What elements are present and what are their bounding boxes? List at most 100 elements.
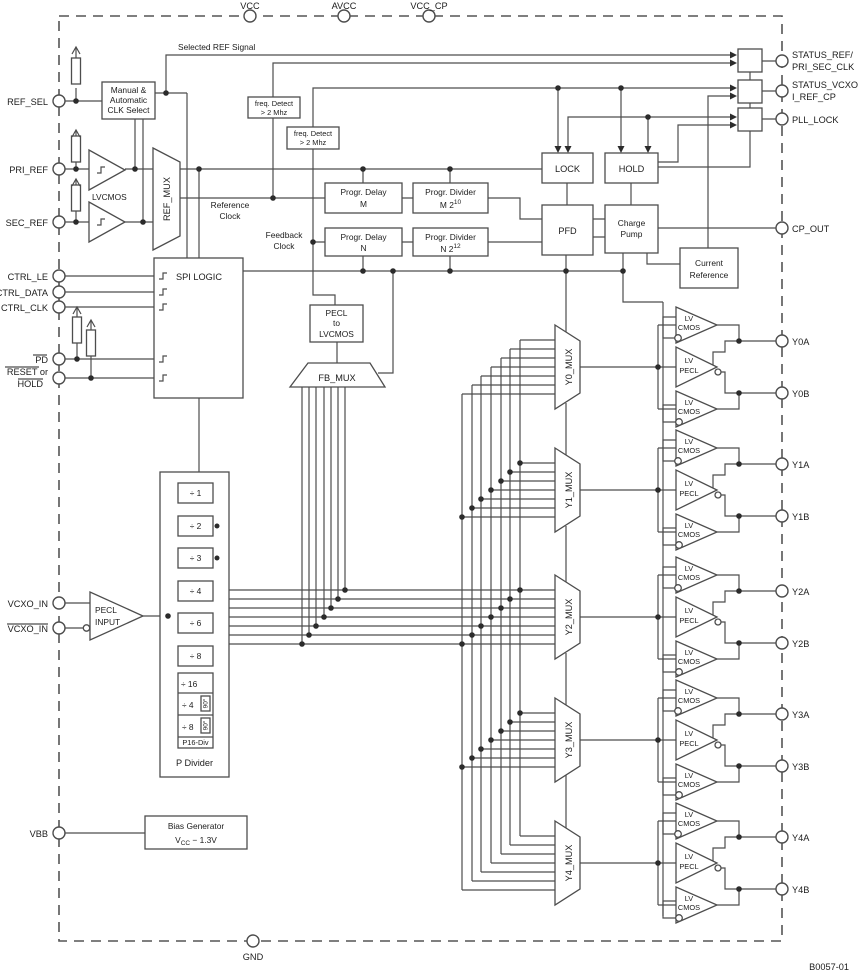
svg-text:SPI LOGIC: SPI LOGIC (176, 272, 222, 282)
pullup-resistors (70, 45, 97, 357)
schmitt-icon (97, 166, 105, 226)
pin-reset: RESET or (7, 367, 48, 377)
pin-y4a (775, 830, 789, 844)
svg-text:÷ 8: ÷ 8 (182, 722, 194, 732)
junction-dot (736, 834, 742, 840)
wire (712, 463, 739, 488)
svg-text:M 210: M 210 (440, 199, 462, 210)
y-mux-label: Y1_MUX (564, 472, 574, 509)
buffer-label: LV (685, 771, 694, 780)
pin-label: Y0A (792, 337, 810, 347)
buffer-label: LV (685, 521, 694, 530)
svg-text:Reference: Reference (690, 270, 729, 280)
enable-bubble-icon (675, 541, 683, 549)
svg-text:÷ 16: ÷ 16 (181, 679, 198, 689)
junction-dot (306, 632, 312, 638)
svg-text:PECL: PECL (326, 308, 348, 318)
pin-vcxo-in: VCXO_IN (8, 599, 48, 609)
left-pins: REF_SEL PRI_REF SEC_REF CTRL_LE CTRL_DAT… (0, 94, 66, 840)
svg-text:M: M (360, 199, 367, 209)
buffer-label: LV (685, 356, 694, 365)
pin-y3b (775, 759, 789, 773)
inverting-bubble-icon (714, 368, 722, 376)
svg-text:Automatic: Automatic (110, 95, 147, 105)
y-mux (554, 696, 581, 784)
y-mux (554, 323, 581, 411)
status-arrows (730, 51, 737, 129)
wire (717, 447, 776, 533)
wire (721, 867, 739, 890)
buffer-label: LV (685, 810, 694, 819)
buffer-label: LV (685, 894, 694, 903)
buffer-label: LV (685, 606, 694, 615)
junction-dot (517, 587, 523, 593)
wire (717, 574, 776, 660)
figure-code: B0057-01 (809, 962, 849, 972)
block-p-divider: ÷ 1 ÷ 2 ÷ 3 ÷ 4 ÷ 6 ÷ 8 ÷ 16 ÷ 4 ÷ 8 90°… (159, 471, 230, 778)
lv-cmos-buffer (675, 513, 719, 551)
inverting-bubble-icon (714, 864, 722, 872)
svg-text:÷ 2: ÷ 2 (190, 521, 202, 531)
block-bias-generator: Bias Generator VCC − 1.3V (144, 815, 248, 850)
junction-dot (478, 496, 484, 502)
block-progr-delay-m: Progr. Delay M (324, 182, 403, 214)
inverting-bubble-icon (82, 624, 91, 632)
pin-avcc: AVCC (332, 1, 357, 11)
wire (662, 900, 676, 919)
pin-ref-sel: REF_SEL (7, 97, 48, 107)
lv-cmos-buffer (675, 802, 719, 840)
pin-y4b (775, 882, 789, 896)
enable-bubble-icon (675, 418, 683, 426)
block-charge-pump: Charge Pump (604, 204, 659, 254)
svg-text:> 2 Mhz: > 2 Mhz (300, 138, 327, 147)
pin-y1b (775, 509, 789, 523)
junction-dot (328, 605, 334, 611)
svg-text:Manual &: Manual & (111, 85, 147, 95)
pin-hold: HOLD (17, 379, 43, 389)
wire (712, 836, 739, 861)
wire (721, 744, 739, 767)
junction-dot (736, 461, 742, 467)
block-freq-detect-2: freq. Detect > 2 Mhz (286, 126, 340, 150)
lv-cmos-buffer (675, 640, 719, 678)
svg-text:Bias Generator: Bias Generator (168, 821, 225, 831)
svg-text:> 2 Mhz: > 2 Mhz (261, 108, 288, 117)
svg-text:INPUT: INPUT (95, 617, 120, 627)
junction-dot (655, 737, 661, 743)
wire (580, 324, 676, 410)
overline-bars (5, 354, 48, 625)
buffer-label: LV (685, 398, 694, 407)
lv-cmos-buffer (675, 679, 719, 717)
junction-dot (736, 886, 742, 892)
lv-cmos-buffer (675, 429, 719, 467)
pin-y0b (775, 386, 789, 400)
y-mux (554, 446, 581, 534)
junction-dot (655, 364, 661, 370)
svg-text:N 212: N 212 (440, 243, 461, 254)
buffer-label: CMOS (678, 819, 700, 828)
enable-bubble-icon (675, 791, 683, 799)
svg-text:Clock: Clock (274, 241, 296, 251)
block-hold: HOLD (604, 152, 659, 184)
svg-text:freq. Detect: freq. Detect (255, 99, 293, 108)
buffer-label: PECL (679, 489, 698, 498)
junction-dot (488, 737, 494, 743)
svg-text:Progr. Delay: Progr. Delay (340, 232, 387, 242)
pin-ctrl-clk: CTRL_CLK (1, 303, 49, 313)
wire (717, 324, 776, 410)
junction-dot (736, 513, 742, 519)
svg-text:P Divider: P Divider (176, 758, 213, 768)
junction-dot (517, 460, 523, 466)
pin-label: Y4A (792, 833, 810, 843)
block-pecl-to-lvcmos: PECL to LVCMOS (309, 304, 364, 343)
wire (580, 697, 676, 783)
block-clk-select: Manual & Automatic CLK Select (101, 81, 156, 120)
buffer-label: CMOS (678, 780, 700, 789)
y-mux (554, 573, 581, 661)
lock-hold-arrows (554, 146, 652, 153)
junction-dot (459, 641, 465, 647)
svg-text:PECL: PECL (95, 605, 117, 615)
